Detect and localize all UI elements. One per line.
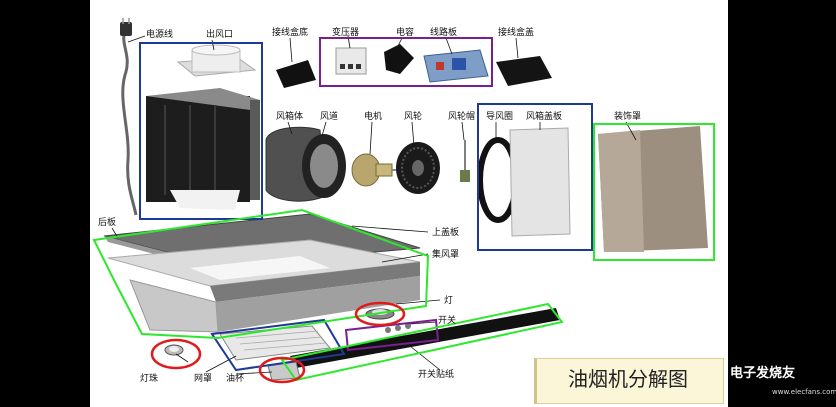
watermark-url: www.elecfans.com <box>772 388 836 396</box>
blue-box-cover-assembly <box>477 103 593 251</box>
filter-illustration <box>219 325 331 361</box>
label-bulb: 灯珠 <box>140 374 159 384</box>
blue-box-fan-assembly <box>139 42 263 220</box>
power-cord-illustration <box>120 18 138 216</box>
main-hood-illustration <box>103 213 421 333</box>
decor-cover-illustration <box>598 126 708 252</box>
air-duct-illustration <box>265 126 346 202</box>
label-top-cover: 上盖板 <box>432 228 460 238</box>
label-hood: 集风罩 <box>432 250 460 260</box>
label-capacitor: 电容 <box>396 28 415 38</box>
diagram-title: 油烟机分解图 <box>568 367 688 391</box>
label-transformer: 变压器 <box>332 28 360 38</box>
green-outline-hood <box>92 208 430 340</box>
leader-lines <box>111 35 637 375</box>
bulb-illustration <box>164 344 184 356</box>
label-fan-cover: 风箱盖板 <box>526 112 563 122</box>
label-wiring-cover: 接线盒盖 <box>498 28 535 38</box>
red-circle-oil-cup <box>258 356 306 384</box>
capacitor-illustration <box>384 44 414 74</box>
label-wiring-base: 接线盒底 <box>272 28 309 38</box>
label-fan-box: 风箱体 <box>276 112 304 122</box>
red-circle-lamp <box>354 301 406 327</box>
title-panel <box>534 358 724 404</box>
purple-box-switch <box>344 318 440 352</box>
red-circles <box>150 301 406 384</box>
air-outlet-illustration <box>176 44 257 77</box>
label-motor: 电机 <box>364 112 383 122</box>
label-air-duct: 风道 <box>320 112 339 122</box>
label-air-outlet: 出风口 <box>206 30 234 40</box>
label-back-plate: 后板 <box>98 218 117 228</box>
wiring-cover-illustration <box>496 56 552 86</box>
transformer-illustration <box>335 47 367 75</box>
green-boxes <box>92 123 715 382</box>
circuit-board-illustration <box>423 49 489 83</box>
label-decor-cover: 装饰罩 <box>614 112 642 122</box>
switch-strip-illustration <box>290 308 560 368</box>
wiring-base-illustration <box>276 60 316 88</box>
impeller-nut-illustration <box>460 140 470 182</box>
impeller-illustration <box>396 142 440 194</box>
label-oil-cup: 油杯 <box>226 374 245 384</box>
blue-box-filter <box>210 318 346 372</box>
label-switch: 开关 <box>438 316 457 326</box>
label-impeller: 风轮 <box>404 112 423 122</box>
watermark-name: 电子发烧友 <box>730 366 796 381</box>
label-power-cord: 电源线 <box>146 30 174 40</box>
fan-box-illustration <box>146 88 260 210</box>
label-lamp: 灯 <box>444 296 454 306</box>
red-circle-bulb <box>150 338 202 370</box>
blue-boxes <box>139 42 593 372</box>
label-circuit-board: 线路板 <box>430 28 458 38</box>
label-filter: 网罩 <box>194 374 213 384</box>
label-impeller-nut: 风轮帽 <box>448 112 476 122</box>
green-box-decor-cover <box>593 123 715 261</box>
fan-cover-illustration <box>509 127 571 237</box>
purple-box-electrical <box>319 37 493 87</box>
label-switch-sticker: 开关贴纸 <box>418 370 455 380</box>
purple-boxes <box>319 37 493 352</box>
label-guide-ring: 导风圈 <box>486 112 514 122</box>
green-outline-switch-strip <box>280 302 564 382</box>
